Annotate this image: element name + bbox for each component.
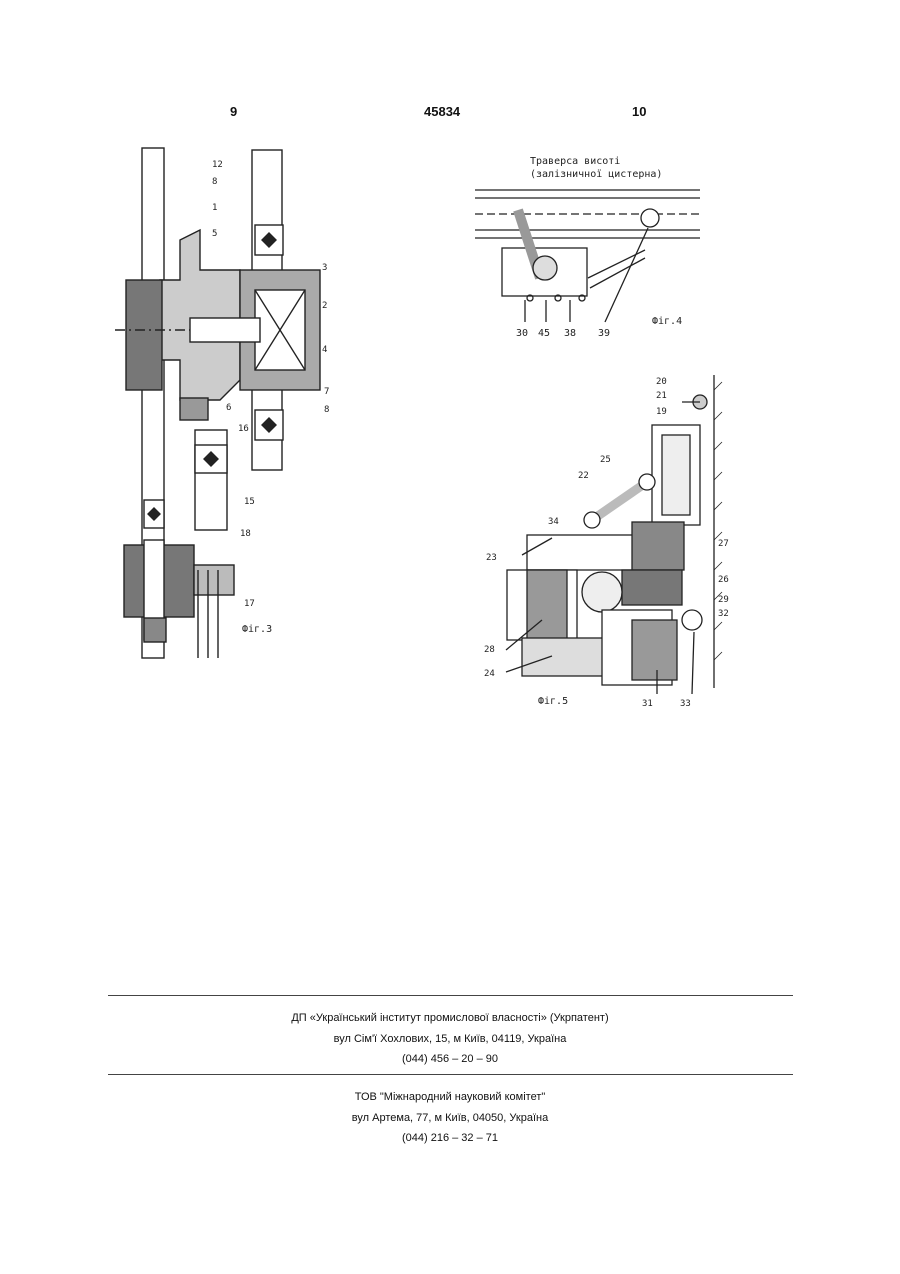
fig3-label-16: 16 xyxy=(238,424,249,434)
fig4-title-line1: Траверса висоті xyxy=(530,155,620,167)
fig4-caption: Фіг.4 xyxy=(652,315,682,327)
fig3-label-15: 15 xyxy=(244,497,255,507)
fig3-caption: Фіг.3 xyxy=(242,623,272,635)
fig5-label-28: 28 xyxy=(484,645,495,655)
fig3-label-8b: 8 xyxy=(324,405,329,415)
fig4-label-45: 45 xyxy=(538,328,550,339)
fig5-label-23: 23 xyxy=(486,553,497,563)
fig3-label-7: 7 xyxy=(324,387,329,397)
fig5-label-22: 22 xyxy=(578,471,589,481)
fig3-label-12: 12 xyxy=(212,160,223,170)
fig5-label-24: 24 xyxy=(484,669,495,679)
fig5-label-26: 26 xyxy=(718,575,729,585)
fig3-label-1: 1 xyxy=(212,203,217,213)
fig3-label-3: 3 xyxy=(322,263,327,273)
fig3-label-8a: 8 xyxy=(212,177,217,187)
fig3-label-4: 4 xyxy=(322,345,327,355)
fig3-label-6: 6 xyxy=(226,403,231,413)
fig5-label-27: 27 xyxy=(718,539,729,549)
right-column-number: 10 xyxy=(632,104,646,119)
org2-name: ТОВ "Міжнародний науковий комітет" xyxy=(0,1091,900,1103)
org2-address: вул Артема, 77, м Київ, 04050, Україна xyxy=(0,1112,900,1124)
footer-middle-rule xyxy=(108,1074,793,1075)
fig5-label-25: 25 xyxy=(600,455,611,465)
figure-4-drawing: Траверса висоті (залізничної цистерна) 3… xyxy=(470,150,710,340)
fig5-label-20: 20 xyxy=(656,377,667,387)
fig5-label-33: 33 xyxy=(680,699,691,709)
fig4-label-38: 38 xyxy=(564,328,576,339)
fig5-caption: Фіг.5 xyxy=(538,695,568,707)
fig3-label-5: 5 xyxy=(212,229,217,239)
fig3-label-2: 2 xyxy=(322,301,327,311)
fig4-label-30: 30 xyxy=(516,328,528,339)
fig5-label-31: 31 xyxy=(642,699,653,709)
footer-top-rule xyxy=(108,995,793,996)
figure-5-drawing: 20 21 19 22 25 34 23 27 26 29 32 28 24 3… xyxy=(482,370,732,710)
left-column-number: 9 xyxy=(230,104,237,119)
fig5-label-19: 19 xyxy=(656,407,667,417)
fig5-label-21: 21 xyxy=(656,391,667,401)
fig5-label-32: 32 xyxy=(718,609,729,619)
document-number: 45834 xyxy=(424,104,460,119)
fig5-label-29: 29 xyxy=(718,595,729,605)
org2-phone: (044) 216 – 32 – 71 xyxy=(0,1132,900,1144)
org1-name: ДП «Український інститут промислової вла… xyxy=(0,1012,900,1024)
fig3-label-18: 18 xyxy=(240,529,251,539)
org1-phone: (044) 456 – 20 – 90 xyxy=(0,1053,900,1065)
org1-address: вул Сім'ї Хохлових, 15, м Київ, 04119, У… xyxy=(0,1033,900,1045)
fig4-title-line2: (залізничної цистерна) xyxy=(530,168,662,180)
fig4-label-39: 39 xyxy=(598,328,610,339)
fig3-label-17: 17 xyxy=(244,599,255,609)
fig5-label-34: 34 xyxy=(548,517,559,527)
figure-3-drawing: 12 8 1 5 3 2 4 6 16 7 8 15 18 17 Фіг.3 xyxy=(110,140,340,670)
